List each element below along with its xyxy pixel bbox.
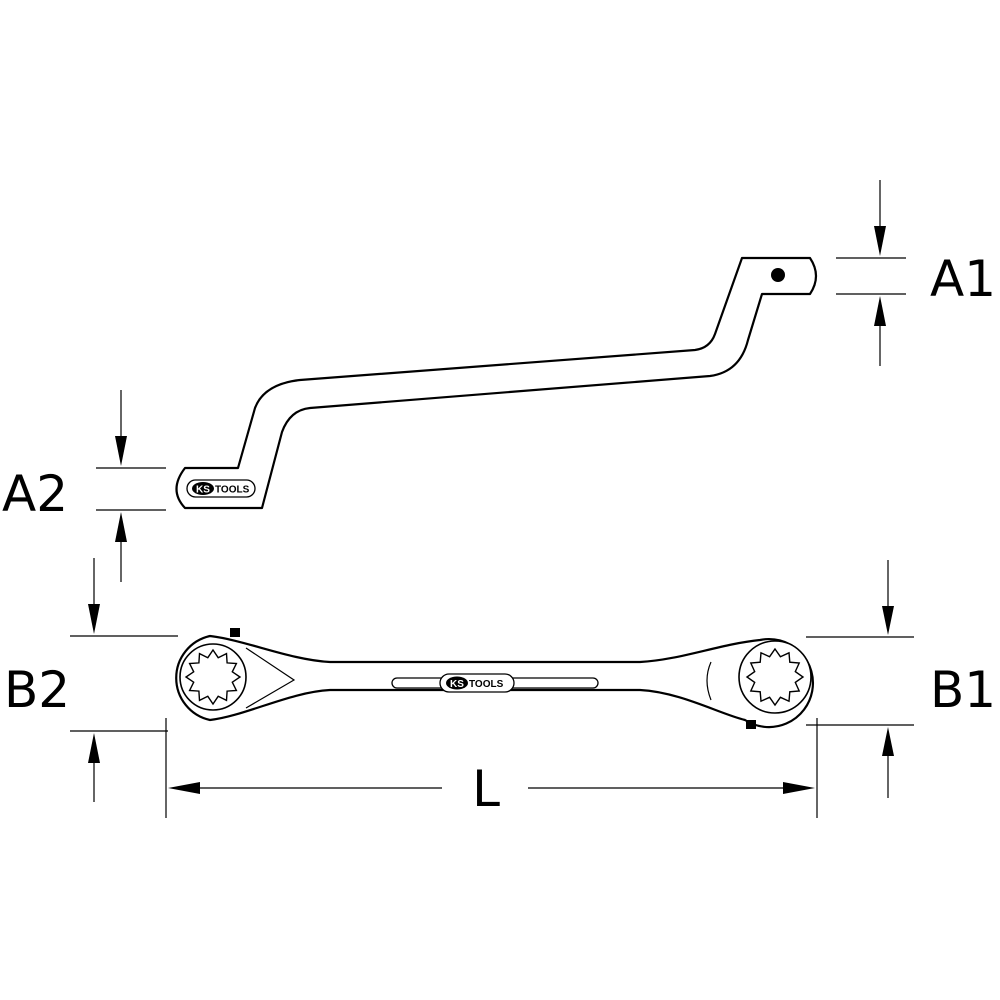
right-tab-marker <box>746 720 756 729</box>
dimension-b1: B1 <box>806 560 996 798</box>
right-slot-mark <box>706 661 712 701</box>
side-logo-tools: TOOLS <box>215 485 250 496</box>
dimension-a2: A2 <box>2 390 166 582</box>
top-logo-badge <box>446 676 468 690</box>
b2-arrow-down-icon <box>88 604 100 634</box>
left-pawl-outline <box>245 647 296 709</box>
wrench-side-outline <box>175 256 818 510</box>
top-logo: KS TOOLS <box>439 673 515 693</box>
b1-arrow-down-icon <box>882 606 894 635</box>
a1-arrow-up-icon <box>874 296 886 326</box>
side-logo: KS TOOLS <box>186 479 256 498</box>
hole-dot-icon <box>771 268 785 282</box>
dimension-b2: B2 <box>4 558 178 802</box>
left-twelve-point-icon <box>184 648 242 706</box>
side-logo-ks: KS <box>196 485 210 496</box>
left-tab-marker <box>230 628 240 637</box>
right-twelve-point-icon <box>745 647 805 707</box>
a2-arrow-up-icon <box>115 512 127 542</box>
b2-arrow-up-icon <box>88 733 100 763</box>
wrench-side-view: KS TOOLS <box>175 256 818 510</box>
label-a2: A2 <box>2 465 68 523</box>
label-b1: B1 <box>930 661 996 719</box>
label-l: L <box>472 760 500 818</box>
l-arrow-left-icon <box>168 782 200 794</box>
a1-arrow-down-icon <box>874 226 886 256</box>
a2-arrow-down-icon <box>115 436 127 466</box>
top-logo-ks: KS <box>450 679 464 690</box>
l-arrow-right-icon <box>783 782 815 794</box>
dimension-l: L <box>165 718 818 818</box>
wrench-top-view: KS TOOLS <box>175 628 814 729</box>
top-logo-tools: TOOLS <box>469 679 504 690</box>
dimension-a1: A1 <box>836 180 996 366</box>
b1-arrow-up-icon <box>882 727 894 756</box>
side-logo-badge <box>192 482 214 495</box>
label-b2: B2 <box>4 661 70 719</box>
label-a1: A1 <box>930 250 996 308</box>
